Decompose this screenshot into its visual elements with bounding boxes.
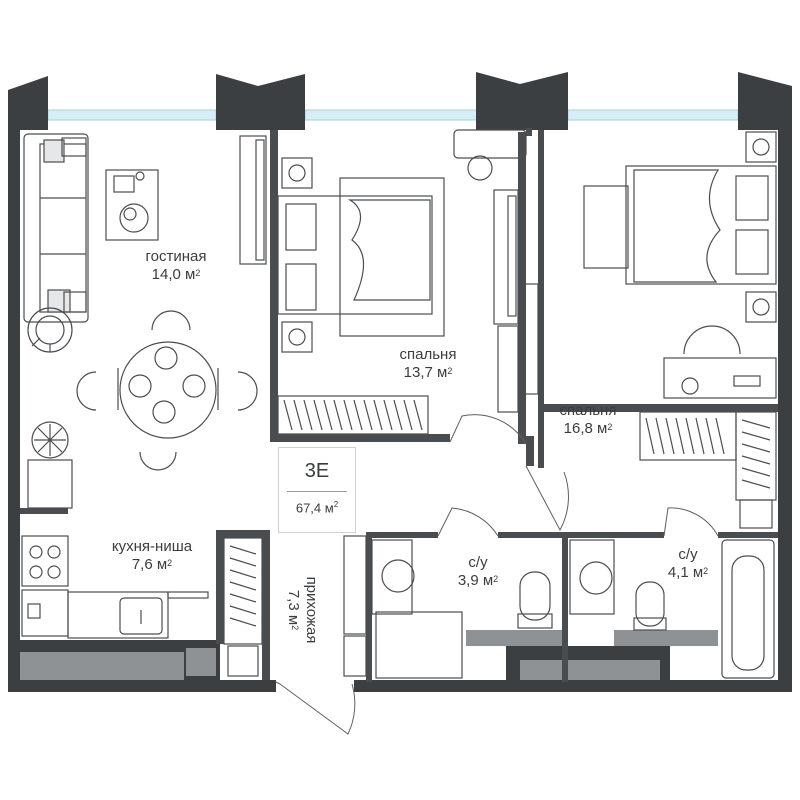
room-label-living: гостиная 14,0 м2 bbox=[128, 248, 224, 284]
area-unit: 2 bbox=[703, 566, 709, 576]
room-label-bedroom-1: спальня 13,7 м2 bbox=[380, 346, 476, 382]
room-name: гостиная bbox=[145, 248, 207, 265]
area-unit: 2 bbox=[333, 500, 339, 509]
bedroom-2-furniture bbox=[453, 129, 777, 529]
room-area: 7,6 м bbox=[131, 556, 168, 573]
room-label-hall: прихожая 7,3 м2 bbox=[284, 562, 320, 658]
area-unit: 2 bbox=[290, 625, 300, 631]
area-unit: 2 bbox=[195, 268, 201, 278]
unit-info-box: 3E 67,4 м2 bbox=[278, 447, 356, 533]
hall-wardrobe bbox=[223, 535, 367, 677]
room-area: 7,3 м bbox=[285, 589, 302, 626]
area-unit: 2 bbox=[167, 558, 173, 568]
room-label-bedroom-2: спальня 16,8 м2 bbox=[540, 402, 636, 438]
room-area: 13,7 м bbox=[403, 364, 448, 381]
interior-walls bbox=[20, 128, 778, 682]
bedroom-1-furniture bbox=[239, 135, 445, 435]
area-unit: 2 bbox=[607, 422, 613, 432]
room-label-bath-1: с/у 3,9 м2 bbox=[446, 554, 510, 590]
unit-total-area: 67,4 м bbox=[295, 500, 334, 516]
room-area: 3,9 м bbox=[457, 572, 494, 589]
kitchen-furniture bbox=[21, 535, 209, 639]
room-name: спальня bbox=[399, 346, 457, 363]
bathroom-fixtures bbox=[371, 539, 775, 679]
room-label-bath-2: с/у 4,1 м2 bbox=[656, 546, 720, 582]
windows bbox=[47, 109, 739, 121]
room-area: 14,0 м bbox=[151, 266, 196, 283]
room-name: кухня-ниша bbox=[111, 538, 193, 555]
unit-code: 3E bbox=[304, 460, 330, 482]
doors bbox=[275, 414, 719, 735]
room-name: спальня bbox=[559, 402, 617, 419]
room-area: 4,1 м bbox=[667, 564, 704, 581]
area-unit: 2 bbox=[493, 574, 499, 584]
living-room-furniture bbox=[23, 133, 258, 509]
room-label-kitchen: кухня-ниша 7,6 м2 bbox=[92, 538, 212, 574]
room-name: прихожая bbox=[303, 576, 320, 644]
room-name: с/у bbox=[468, 554, 488, 571]
area-unit: 2 bbox=[447, 366, 453, 376]
room-name: с/у bbox=[678, 546, 698, 563]
exterior-walls bbox=[8, 72, 792, 692]
room-area: 16,8 м bbox=[563, 420, 608, 437]
divider bbox=[287, 491, 347, 492]
